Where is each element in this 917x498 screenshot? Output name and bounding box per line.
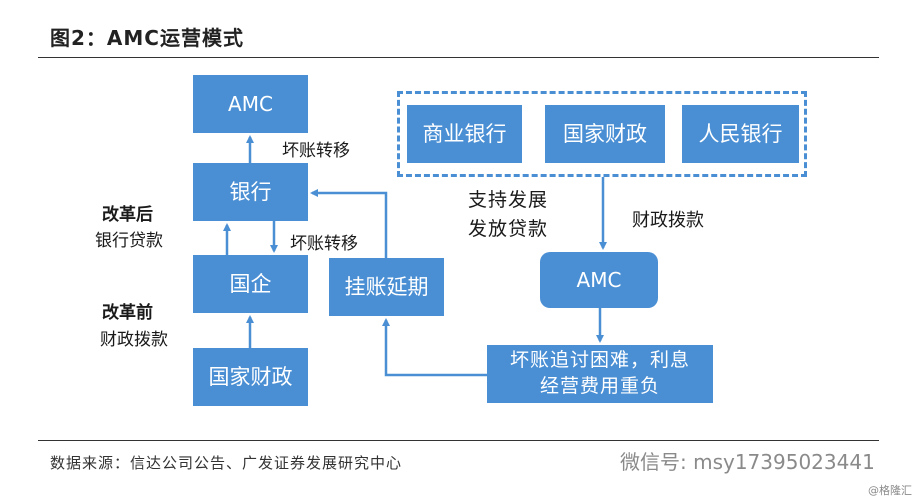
support-development-label: 支持发展 bbox=[468, 189, 549, 211]
figure-title: 图2：AMC运营模式 bbox=[50, 26, 244, 50]
wechat-watermark: 微信号: msy17395023441 bbox=[620, 450, 875, 474]
pboc-node: 人民银行 bbox=[682, 105, 799, 163]
soe-node: 国企 bbox=[193, 255, 308, 313]
bad-debt-transfer-label-2: 坏账转移 bbox=[290, 234, 358, 254]
source-divider bbox=[38, 440, 879, 441]
difficulty-node: 坏账追讨困难，利息经营费用重负 bbox=[487, 345, 713, 403]
corner-watermark: @格隆汇 bbox=[868, 484, 912, 497]
hang-to-bank-arrow bbox=[310, 189, 388, 258]
after-reform-label: 改革后 bbox=[102, 205, 153, 225]
fiscal-allocation-left-label: 财政拨款 bbox=[100, 330, 168, 350]
amc-top-node: AMC bbox=[193, 75, 308, 133]
commercial-bank-node: 商业银行 bbox=[407, 105, 522, 163]
fiscal-allocation-right-label: 财政拨款 bbox=[632, 210, 704, 231]
national-finance-node: 国家财政 bbox=[545, 105, 665, 163]
source-note: 数据来源：信达公司公告、广发证券发展研究中心 bbox=[50, 454, 403, 472]
state-finance-node: 国家财政 bbox=[193, 348, 308, 406]
before-reform-label: 改革前 bbox=[102, 303, 153, 323]
issue-loans-label: 发放贷款 bbox=[468, 218, 549, 240]
bank-loan-label: 银行贷款 bbox=[95, 231, 163, 251]
bank-node: 银行 bbox=[193, 163, 308, 221]
amc-right-node: AMC bbox=[540, 252, 658, 308]
difficulty-to-hang-arrow bbox=[382, 318, 487, 377]
title-divider bbox=[38, 57, 879, 58]
bad-debt-transfer-label-1: 坏账转移 bbox=[282, 141, 350, 161]
funding-sources-group bbox=[397, 91, 807, 177]
hang-account-node: 挂账延期 bbox=[329, 258, 444, 316]
